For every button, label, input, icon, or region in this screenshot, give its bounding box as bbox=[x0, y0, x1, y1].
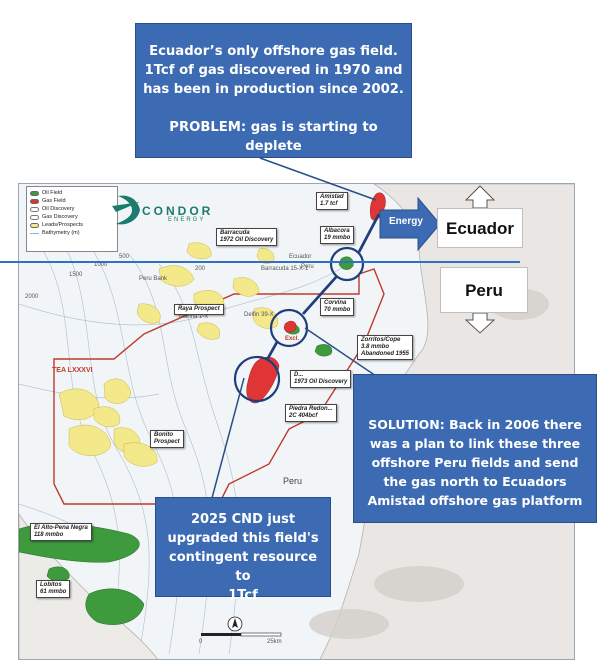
label-line: Barracuda bbox=[220, 230, 250, 236]
legend-swatch bbox=[30, 214, 39, 220]
legend-swatch bbox=[30, 190, 39, 196]
callout-line: Ecuador’s only offshore gas field. bbox=[149, 44, 398, 59]
prospect-polygons bbox=[58, 242, 279, 467]
label-line: D... bbox=[294, 372, 304, 378]
label-el-alto: El Alto-Pena Negra 118 mmbo bbox=[30, 523, 92, 541]
label-raya: Raya Prospect bbox=[174, 304, 224, 315]
bathy-label: 500 bbox=[119, 254, 130, 260]
label-line: 70 mmbo bbox=[324, 307, 351, 313]
label-line: Amistad bbox=[320, 194, 344, 200]
label-line: 1.7 tcf bbox=[320, 201, 338, 207]
country-peru: Peru bbox=[440, 267, 528, 313]
label-line: 19 mmbo bbox=[324, 235, 351, 241]
delfin-well-label: Delfin 39-X bbox=[244, 312, 274, 318]
label-line: 118 mmbo bbox=[34, 532, 64, 538]
bathy-label: 1000 bbox=[94, 262, 108, 268]
callout-line: has been in production since 2002. bbox=[143, 82, 404, 97]
callout-line: contingent resource to bbox=[168, 550, 318, 584]
callout-cnd: 2025 CND just upgraded this field's cont… bbox=[155, 497, 331, 603]
legend-label: Bathymetry (m) bbox=[42, 230, 80, 236]
legend-swatch bbox=[30, 222, 39, 228]
label-line: 1972 Oil Discovery bbox=[220, 237, 274, 243]
legend-item: Leads/Prospects bbox=[30, 221, 114, 229]
country-ecuador: Ecuador bbox=[437, 208, 523, 248]
bathy-label: 1500 bbox=[69, 272, 83, 278]
label-line: Zorritos/Cope bbox=[361, 337, 401, 343]
legend-item: Bathymetry (m) bbox=[30, 229, 114, 237]
label-line: Raya Prospect bbox=[178, 306, 220, 312]
callout-line: 1Tcf bbox=[228, 588, 258, 603]
label-delfin: D... 1973 Oil Discovery bbox=[290, 370, 352, 388]
excl-label: Excl. bbox=[285, 336, 300, 342]
legend-swatch bbox=[30, 232, 39, 234]
callout-line: SOLUTION: Back in 2006 there bbox=[368, 417, 582, 432]
label-line: 61 mmbo bbox=[40, 589, 67, 595]
tea-block-label: TEA LXXXVI bbox=[52, 367, 93, 374]
label-line: El Alto-Pena Negra bbox=[34, 525, 88, 531]
legend-label: Gas Discovery bbox=[42, 214, 78, 220]
label-line: 3.8 mmbo bbox=[361, 344, 390, 350]
label-line: Albacora bbox=[324, 228, 350, 234]
barracuda-well-label: Barracuda 15-X-1 bbox=[261, 266, 309, 272]
callout-line: upgraded this field's bbox=[167, 531, 319, 546]
callout-line: 2025 CND just bbox=[190, 512, 296, 527]
legend-item: Gas Field bbox=[30, 197, 114, 205]
callout-line: 1Tcf of gas discovered in 1970 and bbox=[144, 63, 403, 78]
label-corvina: Corvina 70 mmbo bbox=[320, 298, 355, 316]
peru-bank-label: Peru Bank bbox=[139, 276, 168, 282]
legend-item: Oil Field bbox=[30, 189, 114, 197]
callout-spacer bbox=[142, 99, 405, 118]
border-label-ecuador: Ecuador bbox=[289, 254, 312, 260]
border-label-peru: Peru bbox=[301, 264, 314, 270]
label-lobitos: Lobitos 61 mmbo bbox=[36, 580, 71, 598]
callout-line: Amistad offshore gas platform bbox=[367, 493, 583, 508]
label-line: Abandoned 1955 bbox=[361, 351, 410, 357]
energy-arrow-label: Energy bbox=[389, 216, 423, 227]
callout-line: PROBLEM: gas is starting to deplete bbox=[169, 120, 378, 154]
pipeline-links bbox=[265, 213, 381, 361]
legend-label: Gas Field bbox=[42, 198, 66, 204]
label-albacora: Albacora 19 mmbo bbox=[320, 226, 355, 244]
bathy-label: 2000 bbox=[25, 294, 39, 300]
scale-25km: 25km bbox=[267, 639, 282, 645]
legend-label: Oil Field bbox=[42, 190, 63, 196]
label-amistad: Amistad 1.7 tcf bbox=[316, 192, 348, 210]
label-line: Corvina bbox=[324, 300, 347, 306]
label-piedra-redonda: Piedra Redon... 2C 404bcf bbox=[285, 404, 337, 422]
label-line: Piedra Redon... bbox=[289, 406, 333, 412]
scale-bar bbox=[201, 616, 282, 637]
label-line: Lobitos bbox=[40, 582, 62, 588]
callout-line: offshore Peru fields and send bbox=[371, 455, 579, 470]
peru-land-label: Peru bbox=[283, 476, 303, 486]
legend-item: Oil Discovery bbox=[30, 205, 114, 213]
label-line: Bonito bbox=[154, 432, 173, 438]
legend-swatch bbox=[30, 206, 39, 212]
label-zorritos: Zorritos/Cope 3.8 mmbo Abandoned 1955 bbox=[357, 335, 414, 360]
callout-ecuador-field: Ecuador’s only offshore gas field. 1Tcf … bbox=[135, 23, 412, 158]
label-line: 2C 404bcf bbox=[289, 413, 318, 419]
legend-item: Gas Discovery bbox=[30, 213, 114, 221]
legend-label: Leads/Prospects bbox=[42, 222, 83, 228]
callout-line: the gas north to Ecuadors bbox=[383, 474, 567, 489]
condor-logo-icon bbox=[112, 195, 140, 225]
label-line: Prospect bbox=[154, 439, 180, 445]
scale-zero: 0 bbox=[199, 639, 203, 645]
label-barracuda: Barracuda 1972 Oil Discovery bbox=[216, 228, 278, 246]
legend-label: Oil Discovery bbox=[42, 206, 75, 212]
label-line: 1973 Oil Discovery bbox=[294, 379, 348, 385]
bathy-label: 200 bbox=[195, 266, 206, 272]
logo-wordmark: CONDOR bbox=[142, 204, 214, 218]
label-bonito: Bonito Prospect bbox=[150, 430, 184, 448]
callout-line: was a plan to link these three bbox=[369, 436, 581, 451]
legend-swatch bbox=[30, 198, 39, 204]
marina-well-label: Marina 1-X bbox=[179, 314, 209, 320]
callout-solution: SOLUTION: Back in 2006 there was a plan … bbox=[353, 374, 597, 523]
logo-subtitle: ENERGY bbox=[168, 217, 206, 223]
